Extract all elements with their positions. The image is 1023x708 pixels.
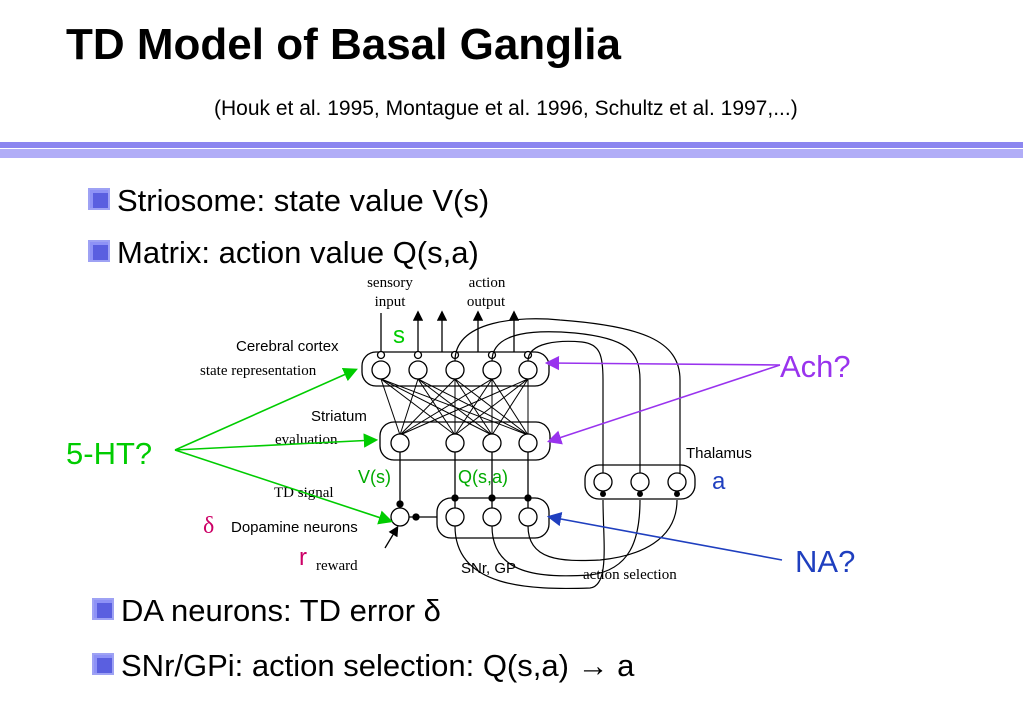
action-label: action [469, 275, 506, 291]
dopamine-neurons-label: Dopamine neurons [231, 519, 358, 536]
sensory-label: sensory [367, 275, 413, 291]
bullet-square-icon [92, 598, 114, 620]
snr-gp-label: SNr, GP [461, 560, 516, 577]
bullet-text: SNr/GPi: action selection: Q(s,a) → a [121, 648, 635, 683]
ht-label: 5-HT? [66, 436, 152, 471]
bullet-text: Matrix: action value Q(s,a) [117, 235, 479, 270]
evaluation-label: evaluation [275, 432, 338, 448]
na-arrow [546, 511, 783, 561]
title-rule-light [0, 149, 1023, 158]
delta-label: δ [203, 513, 214, 539]
output-label: output [467, 294, 506, 310]
title-rule [0, 142, 1023, 148]
bullet-striosome: Striosome: state value V(s) [88, 183, 489, 219]
snr-neurons [445, 507, 538, 527]
striatum-neurons [390, 433, 538, 453]
slide-title: TD Model of Basal Ganglia [66, 20, 621, 69]
action-selection-label: action selection [583, 567, 677, 583]
bullet-snr-gpi: SNr/GPi: action selection: Q(s,a) → a [92, 648, 634, 684]
reward-label: reward [316, 558, 358, 574]
cortico-striatal-connections [380, 378, 529, 436]
slide-subtitle: (Houk et al. 1995, Montague et al. 1996,… [214, 97, 798, 120]
ach-label: Ach? [780, 349, 851, 384]
vs-label: V(s) [358, 467, 391, 487]
cerebral-cortex-label: Cerebral cortex [236, 338, 339, 355]
bullet-square-icon [88, 188, 110, 210]
cortex-neurons [371, 350, 538, 380]
qsa-label: Q(s,a) [458, 467, 508, 487]
loop-connections [454, 318, 681, 590]
state-representation-label: state representation [200, 363, 317, 379]
bullet-square-icon [92, 653, 114, 675]
r-label: r [299, 544, 307, 571]
bullet-matrix: Matrix: action value Q(s,a) [88, 235, 479, 271]
na-label: NA? [795, 544, 855, 579]
bullet-text: DA neurons: TD error δ [121, 593, 441, 628]
a-label: a [712, 468, 726, 495]
bullet-da-neurons: DA neurons: TD error δ [92, 593, 441, 629]
input-label: input [375, 294, 407, 310]
bullet-square-icon [88, 240, 110, 262]
thalamus-label: Thalamus [686, 445, 752, 462]
striatum-label: Striatum [311, 408, 367, 425]
dopamine-neuron [390, 507, 410, 527]
ht-arrows [174, 367, 394, 525]
s-label: s [393, 322, 405, 349]
thalamus-neurons [593, 472, 687, 492]
bullet-text: Striosome: state value V(s) [117, 183, 490, 218]
io-arrows [380, 310, 520, 352]
ach-arrows [544, 355, 781, 445]
reward-arrow [384, 525, 399, 549]
thalamus-synapses [600, 491, 680, 497]
